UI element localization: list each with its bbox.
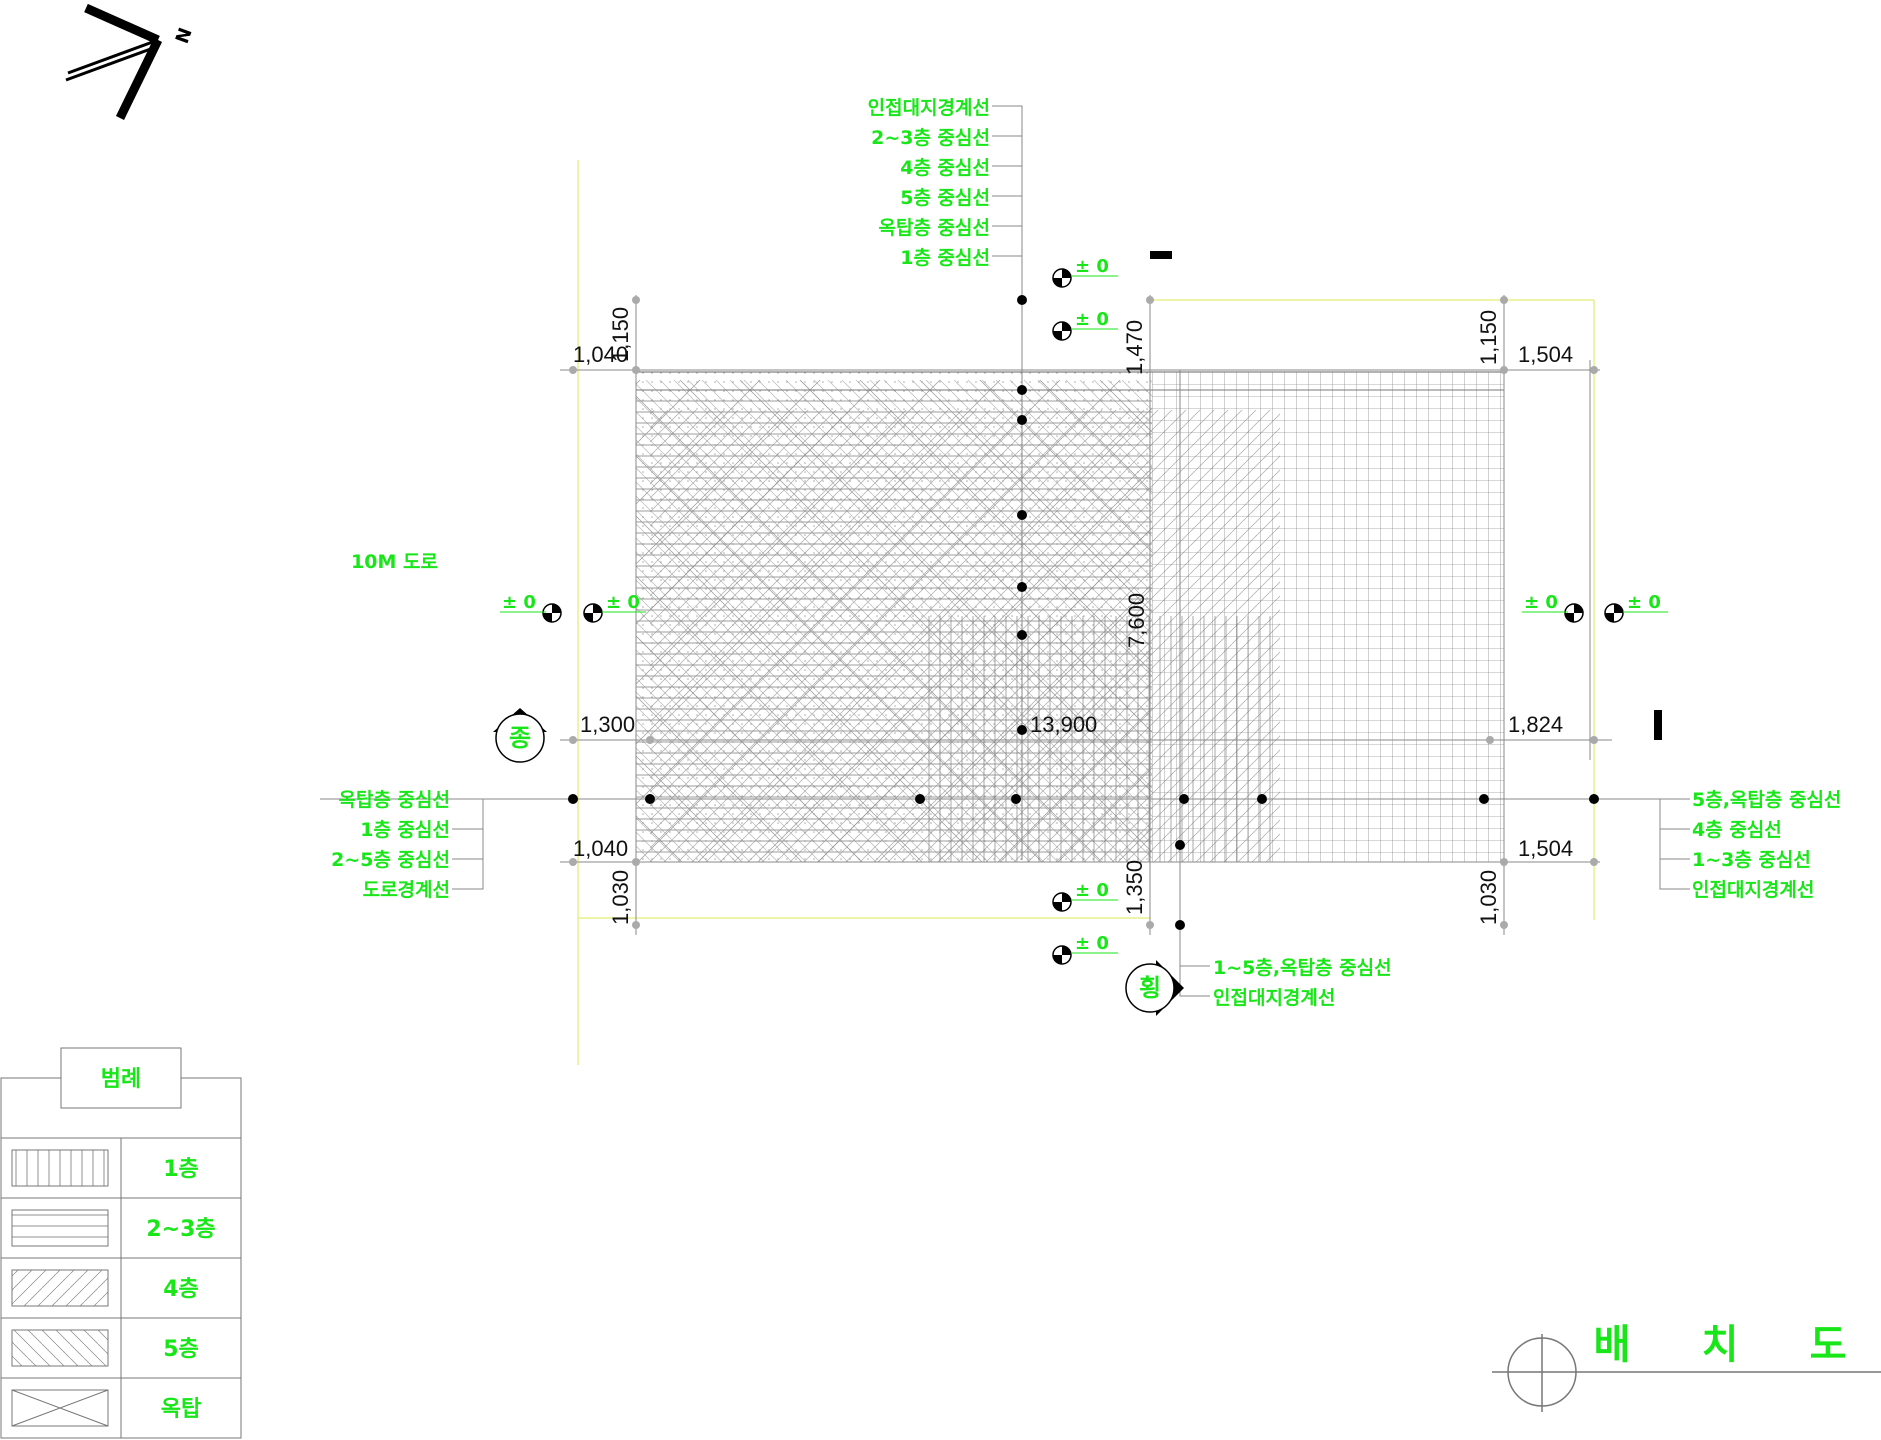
dim-bottom-right-vertical: 1,030 (1476, 870, 1501, 925)
legend-item-2: 2~3층 (11, 1209, 216, 1247)
legend: 범례 범례 1층 2~3층 4층 5층 옥탑 (0, 1047, 242, 1439)
svg-text:± 0: ± 0 (1627, 592, 1661, 613)
level-mark-top-2: ± 0 (1052, 309, 1118, 341)
level-mark-bottom-2: ± 0 (1052, 933, 1118, 965)
dimension-labels: 1,040 1,150 1,470 1,150 1,504 1,300 13,9… (573, 307, 1573, 925)
site-boundary (577, 160, 1595, 1065)
level-mark-right-1: ± 0 (1522, 592, 1584, 623)
dim-top-right-offset: 1,504 (1518, 342, 1573, 367)
svg-text:1층: 1층 (163, 1157, 199, 1182)
dim-top-center-vertical: 1,470 (1122, 320, 1147, 375)
right-callout-4: 인접대지경계선 (1692, 879, 1814, 901)
dimension-lines (560, 270, 1612, 990)
svg-text:4층: 4층 (163, 1277, 199, 1302)
level-mark-right-2: ± 0 (1604, 592, 1668, 623)
dim-middle-left: 1,300 (580, 712, 635, 737)
top-callout-6: 1층 중심선 (900, 247, 990, 269)
dim-overall-length: 13,900 (1030, 712, 1097, 737)
level-mark-bottom-1: ± 0 (1052, 880, 1118, 912)
legend-item-5: 옥탑 (11, 1389, 201, 1427)
svg-text:± 0: ± 0 (502, 592, 536, 613)
legend-item-3: 4층 (11, 1269, 199, 1307)
dim-bottom-center-vertical: 1,350 (1122, 860, 1147, 915)
svg-text:± 0: ± 0 (1075, 256, 1109, 277)
dim-bottom-right-offset: 1,504 (1518, 836, 1573, 861)
section-marker-bottom: 횡 (1125, 960, 1184, 1016)
right-callout-3: 1~3층 중심선 (1692, 849, 1811, 871)
level-mark-left-2: ± 0 (583, 592, 646, 623)
top-callout-2: 2~3층 중심선 (871, 127, 990, 149)
road-label: 10M 도로 (351, 551, 438, 573)
north-arrow-icon: N (65, 3, 197, 120)
title-char-2: 치 (1702, 1322, 1739, 1368)
svg-text:5층: 5층 (163, 1337, 199, 1362)
dim-bottom-left-offset: 1,040 (573, 836, 628, 861)
title-block: 배 치 도 (1492, 1322, 1881, 1412)
svg-text:범례: 범례 (101, 1067, 141, 1092)
svg-text:± 0: ± 0 (1075, 309, 1109, 330)
top-callout-4: 5층 중심선 (900, 187, 990, 209)
svg-text:± 0: ± 0 (606, 592, 640, 613)
svg-text:횡: 횡 (1139, 974, 1161, 1002)
right-callouts: 5층,옥탑층 중심선 4층 중심선 1~3층 중심선 인접대지경계선 (1659, 789, 1841, 901)
svg-text:종: 종 (509, 724, 531, 752)
svg-text:± 0: ± 0 (1524, 592, 1558, 613)
left-callout-3: 2~5층 중심선 (331, 849, 450, 871)
legend-item-4: 5층 (11, 1329, 199, 1367)
level-marks: ± 0 ± 0 ± 0 ± 0 ± 0 (500, 256, 1668, 965)
dim-middle-right: 1,824 (1508, 712, 1563, 737)
dim-top-right-vertical: 1,150 (1476, 310, 1501, 365)
right-callout-2: 4층 중심선 (1692, 819, 1782, 841)
dim-top-left-offset: 1,040 (573, 342, 628, 367)
center-dots (568, 295, 1599, 930)
title-char-3: 도 (1810, 1322, 1847, 1368)
left-callout-4: 도로경계선 (363, 879, 450, 901)
dim-overall-depth: 7,600 (1124, 593, 1149, 648)
svg-text:2~3층: 2~3층 (146, 1217, 215, 1242)
svg-text:옥탑: 옥탑 (161, 1397, 201, 1422)
left-callout-2: 1층 중심선 (360, 819, 450, 841)
left-callout-1: 옥탑층 중심선 (339, 789, 451, 811)
top-callouts: 인접대지경계선 2~3층 중심선 4층 중심선 5층 중심선 옥탑층 중심선 1… (868, 97, 1023, 269)
bottom-callout-1: 1~5층,옥탑층 중심선 (1213, 957, 1392, 979)
dim-bottom-left-vertical: 1,030 (608, 870, 633, 925)
dimension-ticks (569, 296, 1598, 929)
top-callout-5: 옥탑층 중심선 (879, 217, 991, 239)
bottom-callout-2: 인접대지경계선 (1213, 987, 1335, 1009)
dim-top-left-vertical: 1,150 (608, 307, 633, 362)
building-footprint (635, 371, 1505, 863)
svg-text:± 0: ± 0 (1075, 880, 1109, 901)
top-callout-1: 인접대지경계선 (868, 97, 990, 119)
level-mark-left-1: ± 0 (500, 592, 562, 623)
title-char-1: 배 (1594, 1322, 1631, 1368)
bottom-callouts: 1~5층,옥탑층 중심선 인접대지경계선 (1179, 957, 1392, 1009)
left-callouts: 옥탑층 중심선 1층 중심선 2~5층 중심선 도로경계선 (331, 789, 484, 901)
north-label: N (172, 25, 197, 46)
top-callout-3: 4층 중심선 (900, 157, 990, 179)
level-mark-top-1: ± 0 (1052, 256, 1118, 288)
legend-item-1: 1층 (11, 1149, 199, 1187)
section-marker-left: 종 (493, 708, 547, 763)
svg-text:± 0: ± 0 (1075, 933, 1109, 954)
right-callout-1: 5층,옥탑층 중심선 (1692, 789, 1841, 811)
